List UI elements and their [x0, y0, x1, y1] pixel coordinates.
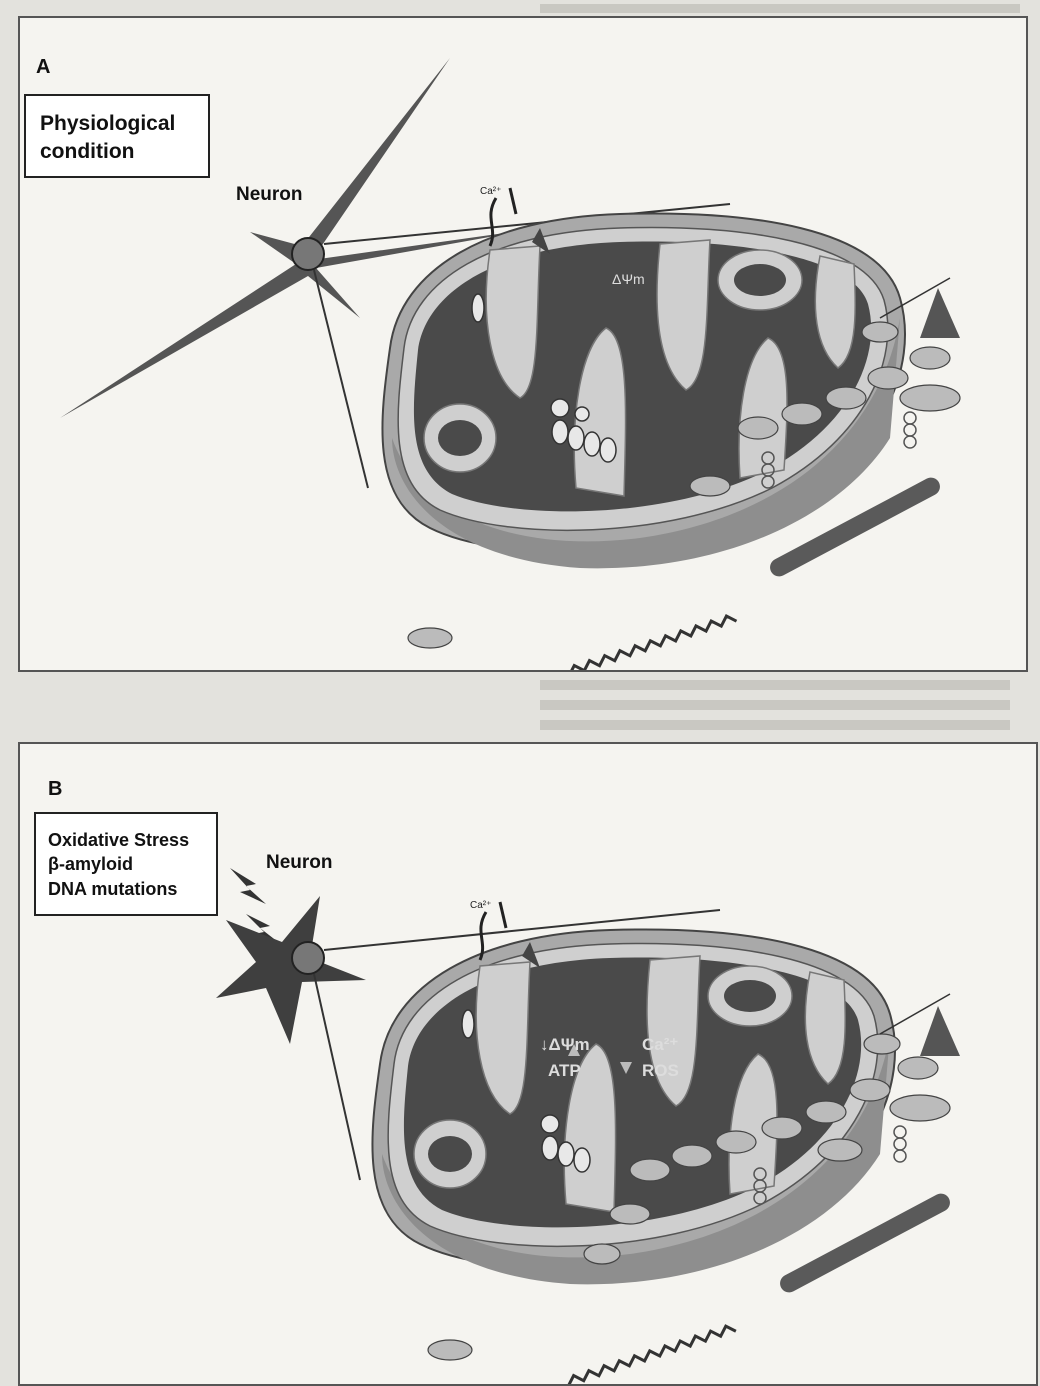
membrane-potential-label: ΔΨm: [612, 271, 645, 287]
membrane-potential-label: ↓ΔΨm: [540, 1035, 590, 1054]
zoom-line: [314, 270, 368, 488]
ros-label: ROS: [642, 1061, 679, 1080]
atp-label: ATP: [548, 1061, 581, 1080]
calcium-label: Ca²⁺: [470, 900, 491, 911]
mitochondria-diagram-b: Ca²⁺ ↓ΔΨm ATP Ca²⁺ ROS: [20, 744, 1036, 1384]
neuron-cell-b: [216, 896, 366, 1044]
mitochondria-diagram-a: Ca²⁺ ΔΨm: [20, 18, 1026, 670]
zoom-line: [314, 974, 360, 1180]
panel-a: A Physiological condition Neuron: [18, 16, 1028, 672]
panel-b: B Oxidative Stress β-amyloid DNA mutatio…: [18, 742, 1038, 1386]
calcium-up-label: Ca²⁺: [642, 1035, 678, 1054]
calcium-label: Ca²⁺: [480, 186, 501, 197]
mitochondrion-a: [382, 213, 905, 568]
